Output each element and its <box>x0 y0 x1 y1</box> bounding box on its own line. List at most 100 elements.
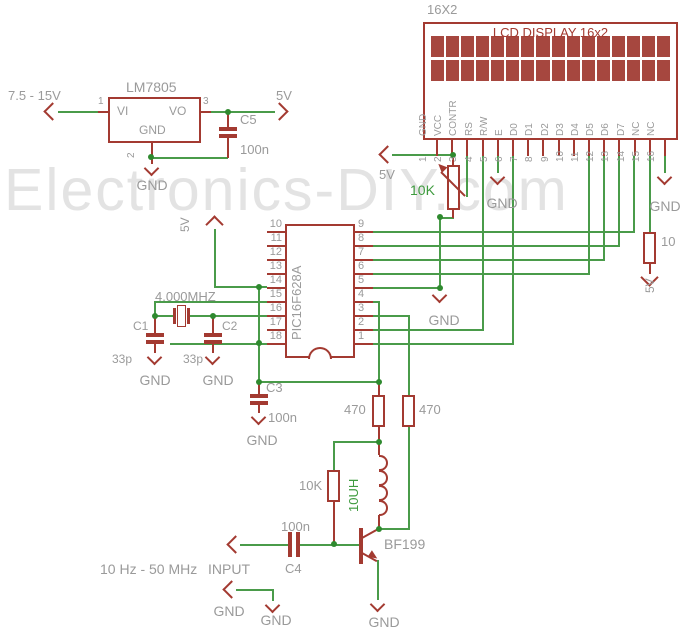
regulator-gnd-label: GND <box>136 177 168 193</box>
lcd-cell <box>521 60 535 81</box>
lcd-cell <box>506 60 520 81</box>
junction-dot <box>225 109 231 115</box>
lcd-cell <box>431 36 445 57</box>
crystal-value-label: 4.000MHZ <box>155 289 216 304</box>
wire <box>649 264 651 274</box>
mcu-pin-number: 18 <box>269 330 282 342</box>
lcd-cell <box>596 60 610 81</box>
wire <box>373 315 409 317</box>
lcd-pin-number: 9 <box>539 156 551 162</box>
mcu-pin-number: 8 <box>358 232 365 244</box>
lcd-pin-name: D5 <box>585 123 597 136</box>
wire <box>603 156 605 261</box>
junction-dot <box>256 284 262 290</box>
lm7805-pin2-number: 2 <box>126 152 137 158</box>
input-voltage-arrow-icon <box>43 102 62 121</box>
crystal-symbol <box>177 305 186 327</box>
c5-ref-label: C5 <box>240 112 257 127</box>
mcu-pin-number: 4 <box>358 288 365 300</box>
c5-value-label: 100n <box>240 142 269 157</box>
lcd-body <box>423 22 678 140</box>
resistor-470-2-value: 470 <box>419 402 441 417</box>
mcu-pin-number: 6 <box>358 260 365 272</box>
ground-symbol <box>250 409 267 426</box>
capacitor-c4 <box>296 532 300 557</box>
wire <box>258 405 260 413</box>
lm7805-vo-label: VO <box>169 104 187 118</box>
capacitor-c2 <box>204 333 222 337</box>
capacitor-c1 <box>146 340 164 344</box>
capacitor-c5 <box>219 134 237 138</box>
wire <box>378 442 380 455</box>
lcd-cell <box>461 36 475 57</box>
wire <box>300 544 359 546</box>
mcu-pin-number: 14 <box>269 274 282 286</box>
wire <box>649 156 651 232</box>
lcd-pin-name: VCC <box>433 114 445 136</box>
lcd-supply-label: 5V <box>379 167 395 182</box>
wire <box>618 156 620 247</box>
c3-ref-label: C3 <box>266 380 283 395</box>
pot-body <box>447 165 460 210</box>
mcu-pin-number: 3 <box>358 302 365 314</box>
lcd-pin-number: 5 <box>478 156 490 162</box>
ground-symbol <box>656 169 673 186</box>
lcd-pin-stub <box>496 140 499 156</box>
lcd-pin-number: 12 <box>585 150 597 162</box>
lcd-pin-name: NC <box>646 121 657 136</box>
capacitor-c4 <box>288 532 292 557</box>
wire <box>240 544 288 546</box>
lcd-cell <box>491 36 505 57</box>
ground-symbol <box>146 349 163 366</box>
wire <box>378 515 380 529</box>
wire <box>154 316 156 333</box>
mcu-pin-stub <box>355 329 373 331</box>
ground-symbol <box>264 597 281 614</box>
crystal-symbol <box>187 308 190 324</box>
lcd-pin-name: D0 <box>509 123 521 136</box>
amp-gnd-label: GND <box>368 614 400 630</box>
wire <box>373 301 380 303</box>
wire <box>497 156 499 173</box>
lcd-pin-number: 4 <box>463 156 475 162</box>
lcd-pin-stub <box>481 140 484 156</box>
inductor-10uh <box>379 470 388 486</box>
mcu-pin-number: 17 <box>269 316 282 328</box>
junction-dot <box>256 379 262 385</box>
wire <box>512 156 514 345</box>
lcd-pin-stub <box>572 140 575 156</box>
inductor-value-label: 10UH <box>346 478 361 512</box>
lcd-pin-stub <box>648 140 651 156</box>
junction-dot <box>256 340 262 346</box>
lcd-cell <box>551 36 565 57</box>
mcu-pin-stub <box>355 315 373 317</box>
lcd-cell <box>446 36 460 57</box>
lm7805-vi-label: VI <box>117 104 129 118</box>
wire <box>259 381 378 383</box>
resistor-10-value: 10 <box>661 234 676 249</box>
lcd-pin-number: 8 <box>524 156 536 162</box>
wire <box>588 156 590 275</box>
wire <box>379 528 409 530</box>
lcd-gnd16-label: GND <box>649 198 681 214</box>
mcu-pin-number: 13 <box>269 260 282 272</box>
lcd-cell <box>641 60 655 81</box>
wire <box>378 427 380 442</box>
c3-value-label: 100n <box>268 410 297 425</box>
mcu-pin-number: 11 <box>270 232 282 244</box>
signal-input-arrow-icon <box>226 535 245 554</box>
input-gnd-arrow-icon <box>222 580 241 599</box>
lcd-pin-number: 7 <box>509 156 521 162</box>
mcu-pin-stub <box>267 315 285 317</box>
wire <box>452 155 454 165</box>
lcd-cell <box>611 36 625 57</box>
lcd-cell <box>536 60 550 81</box>
lcd-cell <box>581 36 595 57</box>
c3-plate <box>250 394 268 398</box>
lcd-cell <box>566 36 580 57</box>
lcd-pin-name: GND <box>418 113 429 136</box>
wire <box>98 111 108 113</box>
wire <box>154 301 156 316</box>
transistor-base-bar <box>359 528 363 564</box>
